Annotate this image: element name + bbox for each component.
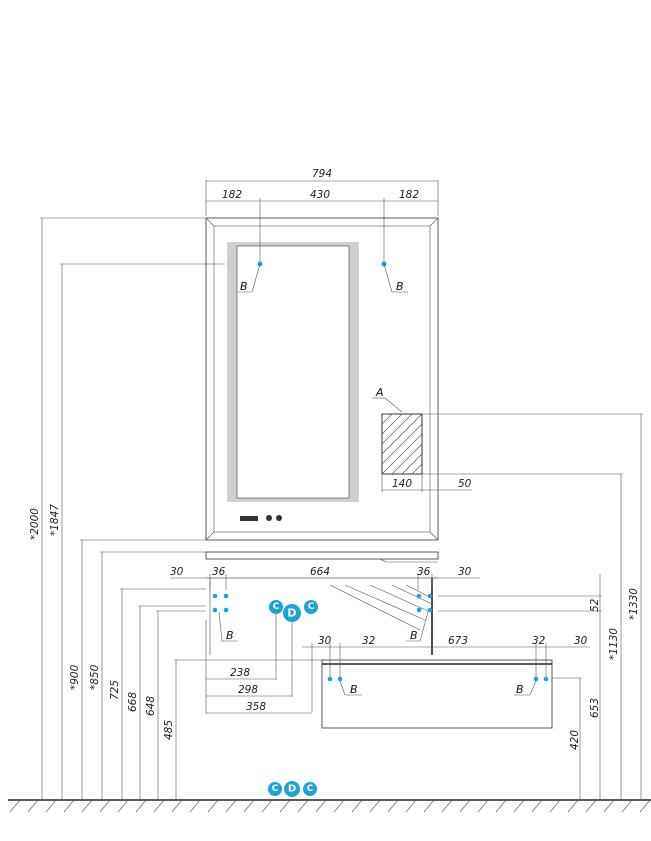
dim-668: 668 xyxy=(127,692,139,712)
marker-c-label: C xyxy=(273,602,280,612)
dim-725: 725 xyxy=(109,680,121,700)
fixing-point-icon xyxy=(543,676,549,682)
top-dimensions: 794 182 430 182 xyxy=(205,168,439,264)
dim-673: 673 xyxy=(448,635,468,647)
label-a: A xyxy=(375,386,384,399)
dim-30-left: 30 xyxy=(170,566,184,578)
marker-c-label: C xyxy=(307,784,314,794)
cdc-markers-floor: C D C xyxy=(268,781,317,797)
fixing-point-icon xyxy=(416,593,422,599)
fixing-points: B B B B B B xyxy=(212,261,549,696)
dim-32-right: 32 xyxy=(532,635,546,647)
marker-c-label: C xyxy=(272,784,279,794)
label-b: B xyxy=(226,629,234,642)
marker-d-icon xyxy=(283,604,301,622)
floor xyxy=(8,799,651,813)
mirror-cabinet xyxy=(205,217,439,541)
dim-50: 50 xyxy=(458,478,472,490)
dim-30-right: 30 xyxy=(458,566,472,578)
dim-238: 238 xyxy=(230,667,250,679)
left-dimensions: *2000 *1847 *900 *850 725 668 648 485 xyxy=(29,217,322,800)
marker-c-icon xyxy=(304,600,318,614)
power-switch-icon xyxy=(276,515,282,521)
fixing-point-icon xyxy=(212,607,218,613)
dim-653: 653 xyxy=(589,698,601,718)
right-dimensions: *1330 *1130 52 653 420 xyxy=(422,413,643,800)
fixing-point-icon xyxy=(327,676,333,682)
dim-648: 648 xyxy=(145,696,157,716)
label-b: B xyxy=(410,629,418,642)
touch-switch-icon xyxy=(266,515,272,521)
dim-2000: *2000 xyxy=(29,508,41,540)
dim-420: 420 xyxy=(569,730,581,750)
dim-850: *850 xyxy=(89,664,101,690)
dim-182-left: 182 xyxy=(222,189,242,201)
dim-430: 430 xyxy=(310,189,330,201)
fixing-point-icon xyxy=(533,676,539,682)
label-b: B xyxy=(240,280,248,293)
marker-d-icon xyxy=(284,781,300,797)
fixing-point-icon xyxy=(212,593,218,599)
dim-1130: *1130 xyxy=(608,628,620,660)
marker-d-label: D xyxy=(288,784,296,795)
label-b: B xyxy=(350,683,358,696)
dim-664: 664 xyxy=(310,566,330,578)
marker-c-icon xyxy=(269,600,283,614)
mirror-glass xyxy=(236,245,350,499)
dim-1330: *1330 xyxy=(628,588,640,620)
dim-32-left: 32 xyxy=(362,635,376,647)
side-shelf-a: 140 50 A xyxy=(372,386,472,492)
marker-d-label: D xyxy=(287,607,296,620)
label-b: B xyxy=(396,280,404,293)
lower-cabinet xyxy=(321,659,553,729)
dim-36-left: 36 xyxy=(212,566,226,578)
fixing-point-icon xyxy=(223,607,229,613)
dim-140: 140 xyxy=(392,478,412,490)
fixing-point-icon xyxy=(223,593,229,599)
fixing-point-icon xyxy=(427,593,433,599)
dim-358: 358 xyxy=(246,701,266,713)
dim-182-right: 182 xyxy=(399,189,419,201)
shelf-dimensions: 30 36 664 36 30 xyxy=(170,566,480,590)
marker-c-icon xyxy=(268,782,282,796)
label-b: B xyxy=(516,683,524,696)
dim-485: 485 xyxy=(163,720,175,740)
dim-30-cab-right: 30 xyxy=(574,635,588,647)
clock-display xyxy=(240,516,258,521)
dim-298: 298 xyxy=(238,684,258,696)
marker-c-label: C xyxy=(308,602,315,612)
dim-30-cab-left: 30 xyxy=(318,635,332,647)
fixing-point-icon xyxy=(427,607,433,613)
cdc-markers-upper: C D C xyxy=(269,600,318,622)
dim-794: 794 xyxy=(312,168,332,180)
offset-dimensions: 238 298 358 xyxy=(205,612,312,714)
dim-52: 52 xyxy=(589,598,601,612)
dim-36-right: 36 xyxy=(417,566,431,578)
fixing-point-icon xyxy=(337,676,343,682)
marker-c-icon xyxy=(303,782,317,796)
fixing-point-icon xyxy=(416,607,422,613)
cabinet-dimensions: 30 32 673 32 30 xyxy=(302,635,590,712)
dim-1847: *1847 xyxy=(49,504,61,536)
dim-900: *900 xyxy=(69,664,81,690)
